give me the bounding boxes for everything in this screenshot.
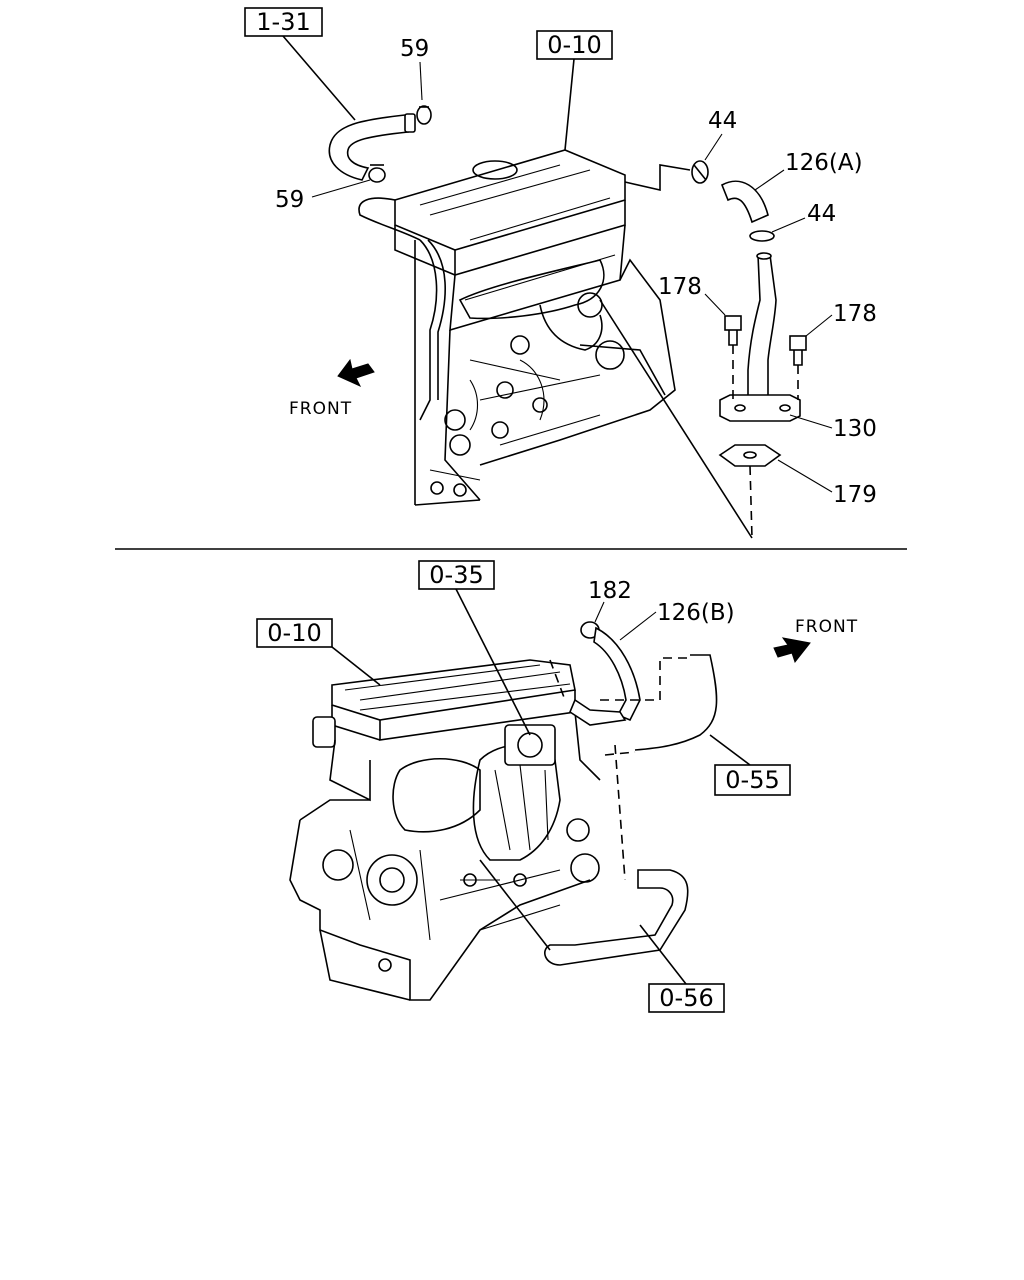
callout-59-upper: 59 [400,36,429,62]
callout-178-right: 178 [833,301,877,327]
bottom-engine-view: 0-35 0-10 182 126(B) 0-55 [256,560,858,1013]
callout-126b: 126(B) [657,600,735,626]
front-arrow-bottom: FRONT [773,617,858,664]
clamp-44-upper [691,160,709,184]
hose-0-55 [600,654,718,756]
ref-box-0-56[interactable]: 0-56 [648,983,725,1013]
callout-44-upper: 44 [708,108,737,134]
callout-179: 179 [833,482,877,508]
ref-label-0-35: 0-35 [429,561,483,589]
bolt-178-right [789,335,807,400]
gasket-179 [718,444,782,467]
ref-box-0-10-top[interactable]: 0-10 [536,30,613,60]
hose-1-31 [328,113,416,181]
ref-label-0-10-bottom: 0-10 [267,619,321,647]
hose-126b [569,626,641,726]
hose-0-56 [544,744,689,966]
pipe-130 [719,252,801,422]
ref-label-1-31: 1-31 [256,8,310,36]
clamp-59-lower [368,164,386,183]
callout-59-lower: 59 [275,187,304,213]
ref-box-1-31[interactable]: 1-31 [244,7,323,37]
front-arrow-top: FRONT [289,358,375,419]
bottom-engine-drawing [289,659,601,1001]
ref-box-0-55[interactable]: 0-55 [714,764,791,796]
top-engine-drawing [358,149,691,506]
top-engine-view: 1-31 59 59 0-10 44 [244,7,877,539]
clamp-59-upper [416,105,432,125]
ref-label-0-10-top: 0-10 [547,31,601,59]
ref-label-0-56: 0-56 [659,984,713,1012]
ref-box-0-35[interactable]: 0-35 [418,560,495,590]
front-label-top: FRONT [289,399,352,419]
callout-126a: 126(A) [785,150,863,176]
hose-126a [720,180,769,224]
ref-label-0-55: 0-55 [725,766,779,794]
front-label-bottom: FRONT [795,617,858,637]
ref-box-0-10-bottom[interactable]: 0-10 [256,618,333,648]
callout-44-lower: 44 [807,201,836,227]
callout-130: 130 [833,416,877,442]
clamp-44-lower [749,230,775,242]
callout-182: 182 [588,578,632,604]
bolt-178-left [724,315,742,400]
callout-178-left: 178 [658,274,702,300]
